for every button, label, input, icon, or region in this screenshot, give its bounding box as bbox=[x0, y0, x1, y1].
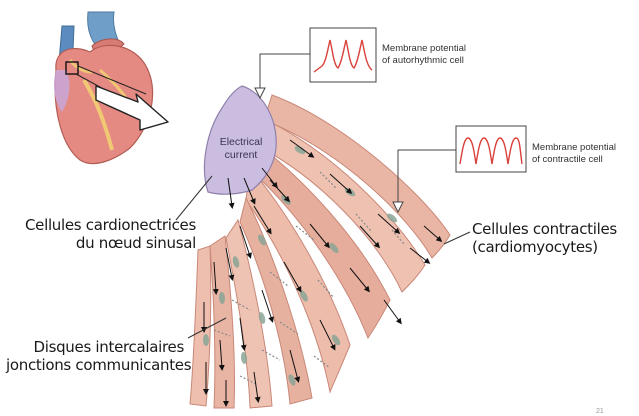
page-number: 21 bbox=[596, 408, 604, 415]
autorhythmic-potential-label: Membrane potential of autorhythmic cell bbox=[382, 43, 466, 67]
discs-line2: jonctions communicantes bbox=[6, 356, 184, 374]
contractile-cells-label: Cellules contractiles (cardiomyocytes) bbox=[472, 220, 617, 257]
electrical-current-label: Electrical current bbox=[213, 136, 269, 162]
autorhythmic-label-line1: Membrane potential bbox=[382, 43, 466, 55]
contractile-potential-line2: of contractile cell bbox=[532, 154, 616, 166]
electrical-current-line2: current bbox=[213, 149, 269, 162]
contractile-cells-line1: Cellules contractiles bbox=[472, 220, 617, 238]
heart-illustration bbox=[54, 12, 153, 164]
discs-line1: Disques intercalaires bbox=[6, 338, 184, 356]
contractile-potential-line1: Membrane potential bbox=[532, 142, 616, 154]
leader-pacemaker bbox=[176, 176, 212, 220]
autorhythmic-label-line2: of autorhythmic cell bbox=[382, 55, 466, 67]
pacemaker-line1: Cellules cardionectrices bbox=[6, 216, 196, 234]
intercalated-discs-label: Disques intercalaires jonctions communic… bbox=[6, 338, 184, 375]
contractile-cells-line2: (cardiomyocytes) bbox=[472, 238, 617, 256]
pacemaker-line2: du nœud sinusal bbox=[6, 234, 196, 252]
contractile-potential-label: Membrane potential of contractile cell bbox=[532, 142, 616, 166]
autorhythmic-trace-box bbox=[255, 28, 376, 98]
electrical-current-line1: Electrical bbox=[213, 136, 269, 149]
pacemaker-cells-label: Cellules cardionectrices du nœud sinusal bbox=[6, 216, 196, 253]
